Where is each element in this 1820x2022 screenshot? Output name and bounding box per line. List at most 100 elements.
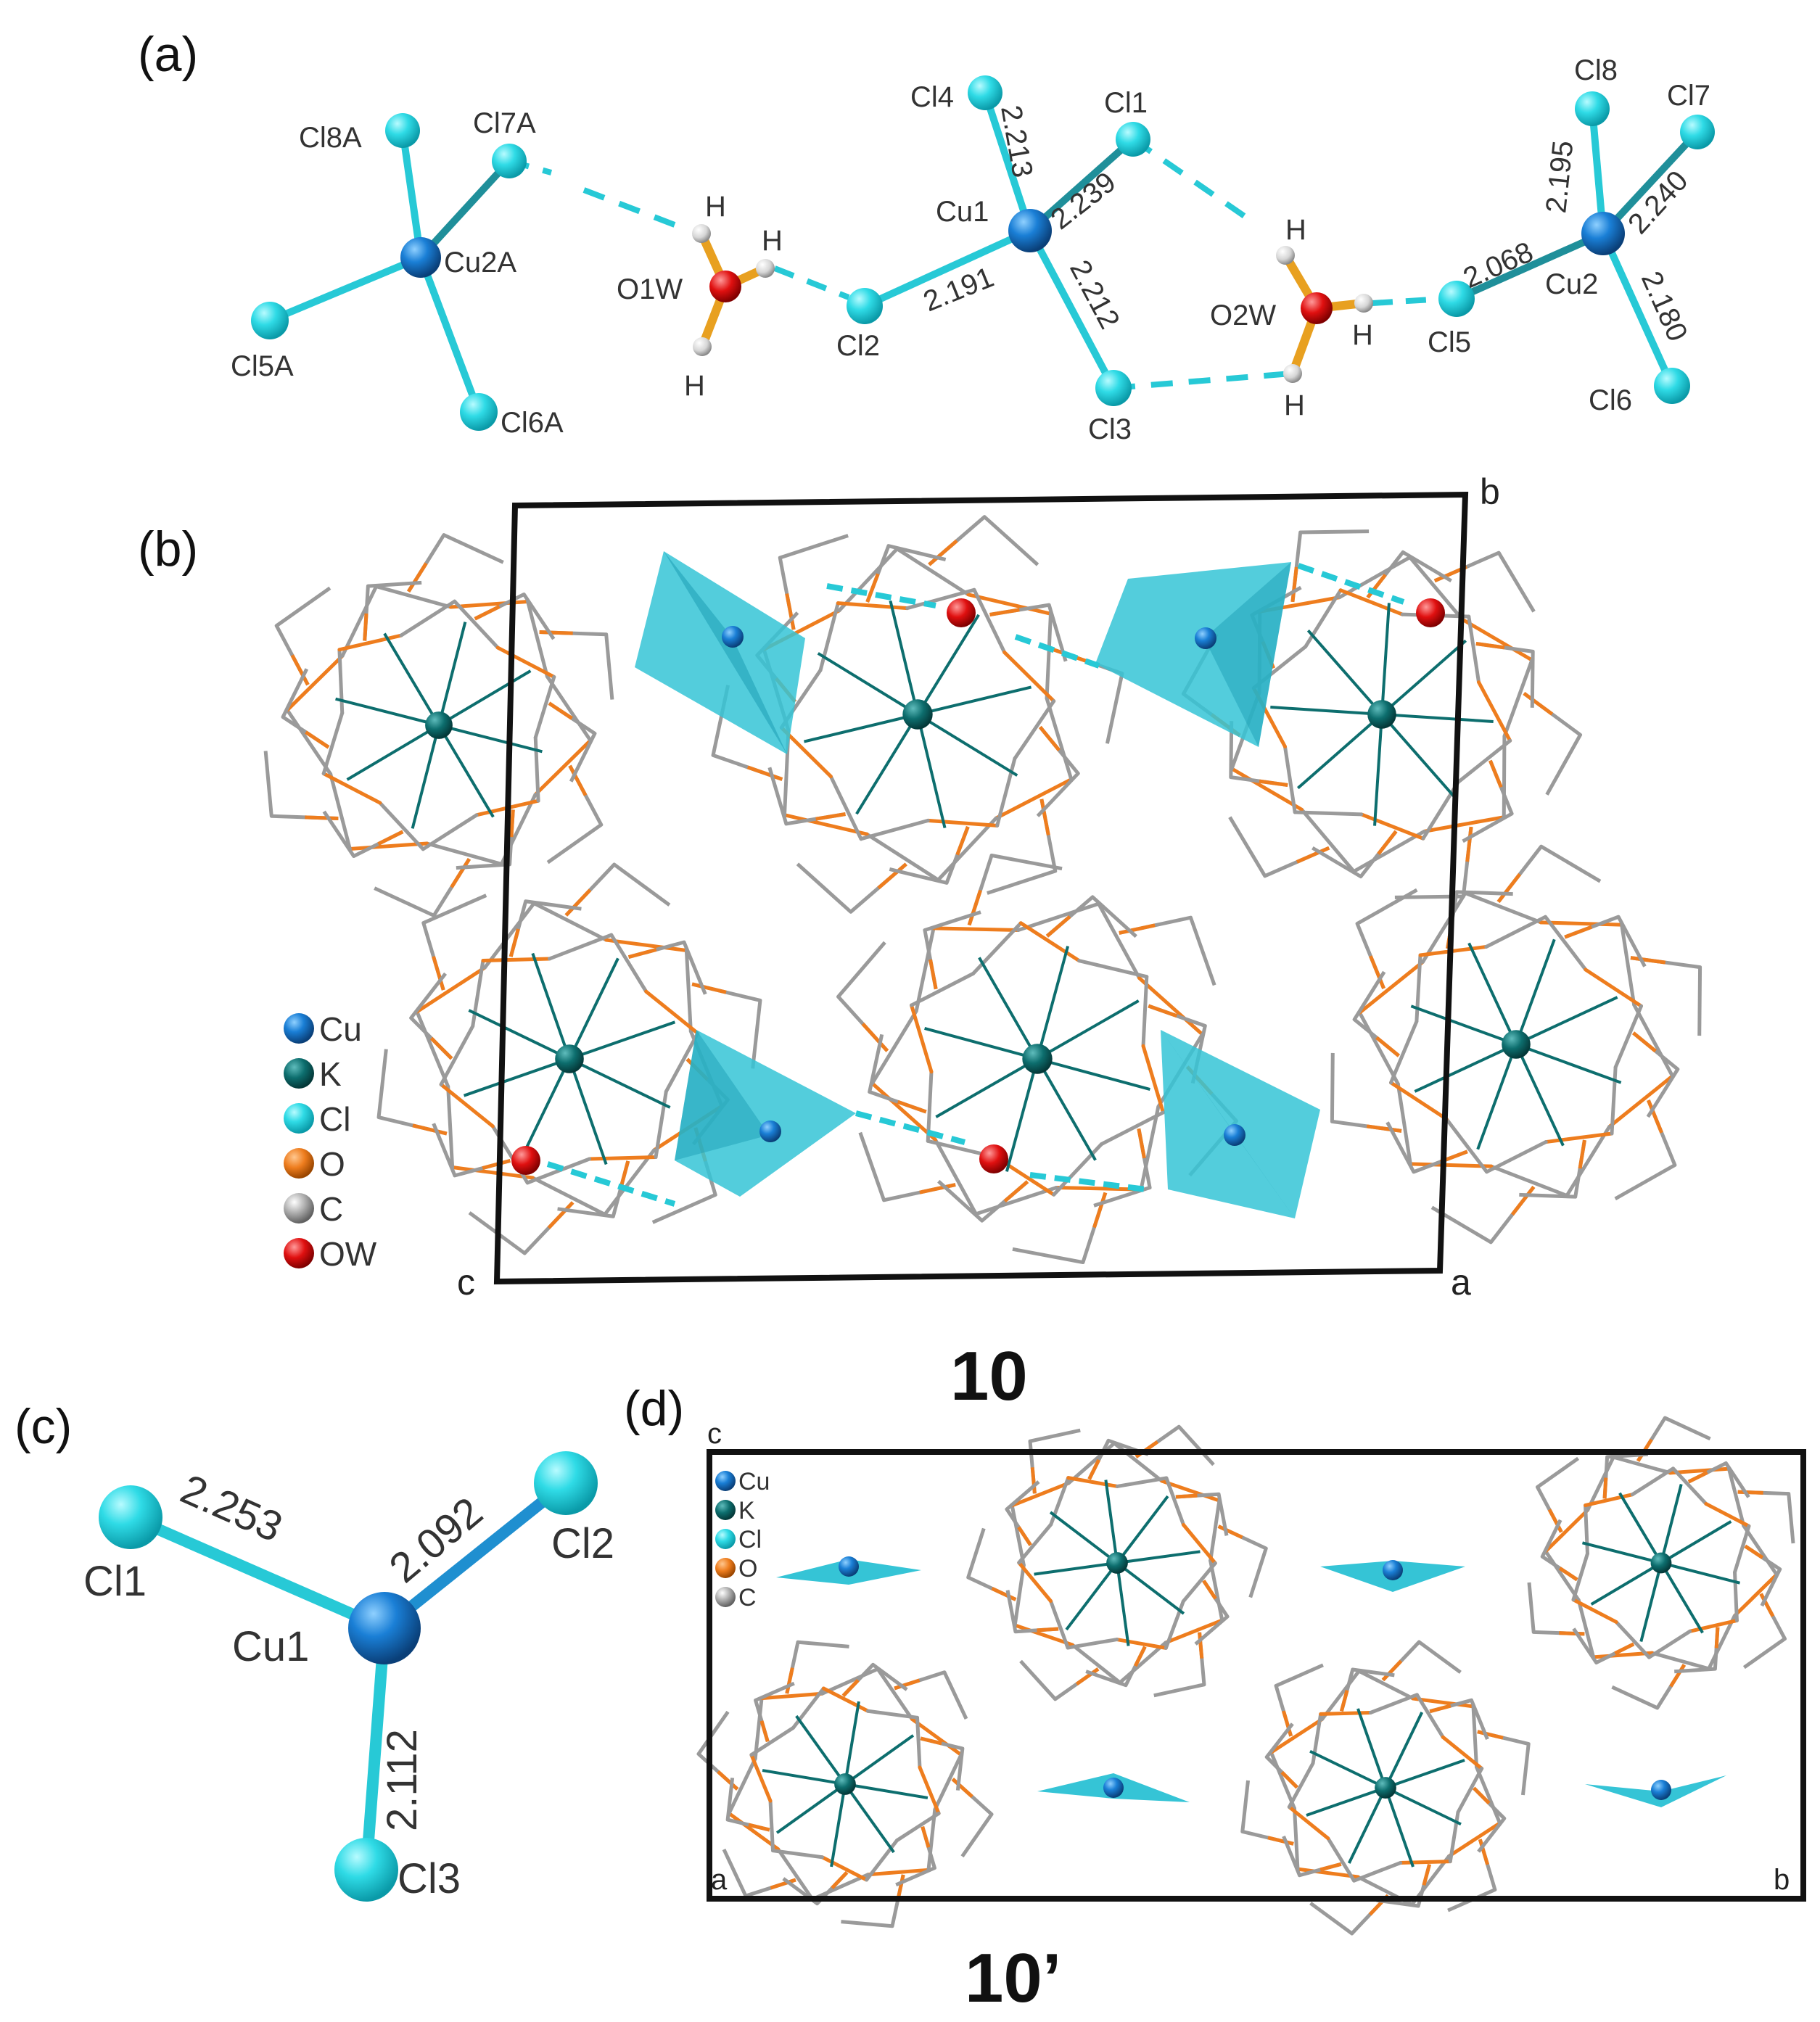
- b-legend-ow: OW: [319, 1235, 377, 1273]
- cu2-atom: [1581, 212, 1625, 255]
- d-legend-c: C: [738, 1584, 757, 1612]
- cl7-atom: [1680, 115, 1715, 149]
- b-axis-c: c: [457, 1262, 475, 1303]
- c-bond-cu1-cl3: 2.112: [379, 1729, 426, 1831]
- cl3-label: Cl3: [1088, 413, 1132, 445]
- cl1-label: Cl1: [1104, 87, 1148, 119]
- b-legend-o: O: [319, 1145, 345, 1183]
- cl4-label: Cl4: [910, 81, 954, 113]
- b-legend-k: K: [319, 1055, 342, 1093]
- cl5-atom: [1438, 281, 1475, 317]
- bond-cu1-cl3: 2.212: [1063, 255, 1126, 334]
- k-crown-complex: [836, 853, 1238, 1265]
- b-legend-cl: Cl: [319, 1100, 350, 1138]
- c-cu1-atom: [348, 1592, 421, 1664]
- c-cl1-atom: [99, 1485, 162, 1549]
- panel-b: (b): [138, 471, 1702, 1415]
- b-compound-number: 10: [950, 1337, 1028, 1415]
- k-crown-complex: [1527, 1416, 1795, 1710]
- d-legend: Cu K Cl O C: [715, 1468, 770, 1612]
- cl6a-atom: [460, 393, 498, 431]
- h2-label: H: [762, 225, 783, 257]
- cl7a-atom: [492, 144, 527, 178]
- cl5-label: Cl5: [1428, 326, 1471, 358]
- h2-atom: [756, 259, 775, 278]
- cl8-label: Cl8: [1574, 54, 1618, 86]
- h1-label: H: [705, 191, 726, 223]
- b-axis-a: a: [1451, 1262, 1471, 1303]
- c-cl2-label: Cl2: [551, 1520, 614, 1567]
- cl7a-label: Cl7A: [473, 107, 536, 139]
- d-cucl3-units: [776, 1556, 1726, 1807]
- d-legend-cu: Cu: [738, 1468, 770, 1495]
- k-crown-complex: [1330, 844, 1702, 1245]
- cl8a-atom: [385, 113, 420, 148]
- k-crown-complex: [696, 1640, 994, 1928]
- c-cl1-label: Cl1: [83, 1558, 147, 1605]
- b-legend-cu: Cu: [319, 1010, 362, 1048]
- d-axis-a: a: [711, 1864, 728, 1896]
- h6-label: H: [1284, 389, 1305, 421]
- h5-atom: [1354, 294, 1373, 313]
- b-axis-b: b: [1480, 471, 1500, 512]
- water-o1w: O1W H H H: [617, 191, 850, 402]
- c-cl3-atom: [334, 1838, 398, 1902]
- bond-cu2-cl8: 2.195: [1540, 139, 1579, 215]
- bond-cu1-cl4: 2.213: [995, 103, 1039, 180]
- b-cucl4-polyhedra: [635, 551, 1320, 1218]
- cu2-unit: Cl5 Cu2 Cl8 Cl7 Cl6 2.068 2.195 2.240 2.…: [1428, 54, 1715, 416]
- panel-d: (d) c a b Cu K Cl O C: [624, 1381, 1806, 2017]
- panel-a: (a) Cl8A Cl7A Cu2A Cl5A Cl6A: [138, 27, 1715, 445]
- cl8-atom: [1575, 91, 1610, 126]
- b-unit-cell: [493, 491, 1469, 1285]
- bond-cu2-cl6: 2.180: [1635, 267, 1694, 346]
- d-compound-number: 10’: [965, 1939, 1061, 2017]
- cu2a-unit: Cl8A Cl7A Cu2A Cl5A Cl6A: [231, 107, 676, 439]
- cl7-label: Cl7: [1667, 80, 1710, 112]
- h6-atom: [1283, 364, 1302, 383]
- panel-c: (c) Cl1 Cl2 Cu1 Cl3 2.253 2.092 2.112: [15, 1399, 614, 1902]
- panel-d-molecules: [696, 1416, 1795, 1936]
- h3-label: H: [684, 370, 705, 402]
- cl8a-label: Cl8A: [299, 122, 362, 154]
- o2w-label: O2W: [1210, 300, 1276, 331]
- cl6-label: Cl6: [1589, 384, 1632, 416]
- k-crown-complex: [966, 1424, 1268, 1701]
- k-crown-complex: [263, 533, 614, 917]
- cl2-label: Cl2: [836, 330, 880, 362]
- b-water: [511, 598, 1445, 1175]
- o2w-atom: [1301, 292, 1333, 324]
- panel-a-label: (a): [138, 27, 198, 82]
- d-legend-k: K: [738, 1497, 755, 1524]
- cu1-label: Cu1: [936, 196, 989, 228]
- cu1-atom: [1008, 209, 1052, 252]
- cu2a-label: Cu2A: [444, 247, 516, 278]
- cl1-atom: [1116, 122, 1150, 157]
- h1-atom: [692, 224, 711, 243]
- h4-atom: [1276, 246, 1295, 265]
- b-legend: Cu K Cl O C OW: [284, 1010, 377, 1273]
- cl4-atom: [968, 75, 1002, 110]
- cl5a-label: Cl5A: [231, 350, 294, 382]
- d-axis-b: b: [1774, 1864, 1790, 1896]
- d-axis-c: c: [707, 1418, 722, 1450]
- k-crown-complex: [1240, 1640, 1531, 1936]
- water-o2w: O2W H H H: [1210, 214, 1444, 421]
- d-legend-cl: Cl: [738, 1526, 762, 1553]
- o1w-label: O1W: [617, 273, 683, 305]
- d-legend-o: O: [738, 1555, 757, 1582]
- d-unit-cell: [707, 1449, 1806, 1902]
- c-cu1-label: Cu1: [232, 1623, 309, 1670]
- b-hbonds: [546, 563, 1405, 1207]
- panel-b-label: (b): [138, 521, 198, 577]
- bond-cu1-cl2: 2.191: [919, 261, 998, 318]
- cl2-atom: [847, 288, 883, 324]
- h3-atom: [693, 337, 712, 356]
- c-cl3-label: Cl3: [398, 1855, 461, 1902]
- cl5a-atom: [251, 302, 289, 339]
- panel-c-label: (c): [15, 1399, 72, 1454]
- panel-d-label: (d): [624, 1381, 684, 1436]
- h4-label: H: [1285, 214, 1306, 246]
- o1w-atom: [709, 271, 741, 302]
